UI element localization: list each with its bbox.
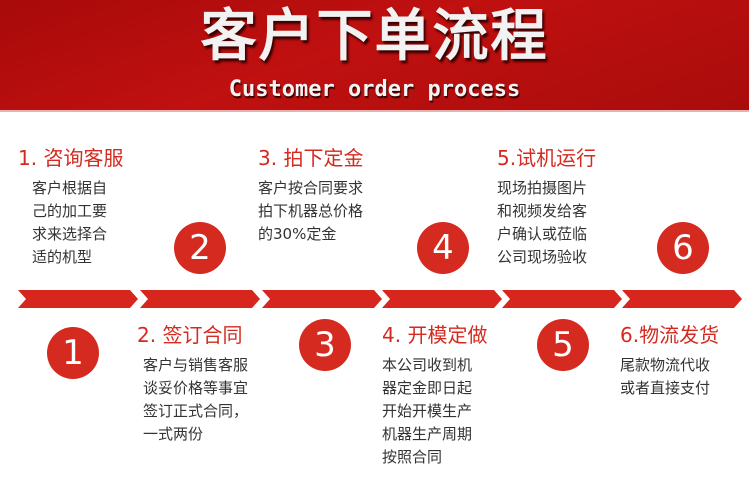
step-3: 3. 拍下定金 客户按合同要求 拍下机器总价格 的30%定金 [258, 145, 363, 246]
step-text: 谈妥价格等事宜 [143, 379, 249, 397]
step-text: 客户根据自 [32, 179, 108, 197]
step-text: 和视频发给客 [497, 202, 588, 220]
chevron-segment [18, 290, 138, 308]
step-text: 求来选择合 [32, 225, 108, 243]
header-banner: 客户下单流程 Customer order process [0, 0, 749, 112]
step-text: 本公司收到机 [382, 356, 473, 374]
step-1: 1. 咨询客服 客户根据自 己的加工要 求来选择合 适的机型 [18, 145, 123, 269]
step-text: 己的加工要 [32, 202, 108, 220]
step-number-1: 1 [47, 327, 99, 379]
step-text: 客户按合同要求 [258, 179, 364, 197]
step-number-2: 2 [174, 222, 226, 274]
step-title: 3. 拍下定金 [258, 146, 364, 170]
chevron-segment [502, 290, 622, 308]
step-text: 户确认或莅临 [497, 225, 588, 243]
step-number-6: 6 [657, 222, 709, 274]
step-text: 客户与销售客服 [143, 356, 249, 374]
step-text: 机器生产周期 [382, 425, 473, 443]
step-text: 一式两份 [143, 425, 204, 443]
process-arrow-bar [18, 290, 742, 308]
step-text: 现场拍摄图片 [497, 179, 588, 197]
step-title: 1. 咨询客服 [18, 146, 124, 170]
step-6: 6.物流发货 尾款物流代收 或者直接支付 [620, 322, 719, 400]
step-text: 拍下机器总价格 [258, 202, 364, 220]
step-text: 或者直接支付 [620, 379, 711, 397]
step-text: 公司现场验收 [497, 248, 588, 266]
step-title: 2. 签订合同 [137, 323, 243, 347]
step-number-5: 5 [537, 319, 589, 371]
page-subtitle: Customer order process [228, 77, 521, 102]
chevron-segment [622, 290, 742, 308]
step-text: 尾款物流代收 [620, 356, 711, 374]
step-text: 适的机型 [32, 248, 93, 266]
step-4: 4. 开模定做 本公司收到机 器定金即日起 开始开模生产 机器生产周期 按照合同 [382, 322, 487, 469]
step-2: 2. 签订合同 客户与销售客服 谈妥价格等事宜 签订正式合同， 一式两份 [137, 322, 248, 446]
step-number-3: 3 [299, 319, 351, 371]
step-text: 的30%定金 [258, 225, 337, 243]
step-number-4: 4 [417, 222, 469, 274]
step-text: 器定金即日起 [382, 379, 473, 397]
step-title: 5.试机运行 [497, 146, 597, 170]
chevron-segment [262, 290, 382, 308]
page-title: 客户下单流程 [200, 4, 549, 69]
chevron-segment [382, 290, 502, 308]
chevron-segment [140, 290, 260, 308]
step-5: 5.试机运行 现场拍摄图片 和视频发给客 户确认或莅临 公司现场验收 [497, 145, 596, 269]
step-text: 签订正式合同， [143, 402, 249, 420]
step-text: 按照合同 [382, 448, 443, 466]
step-title: 6.物流发货 [620, 323, 720, 347]
step-title: 4. 开模定做 [382, 323, 488, 347]
step-text: 开始开模生产 [382, 402, 473, 420]
